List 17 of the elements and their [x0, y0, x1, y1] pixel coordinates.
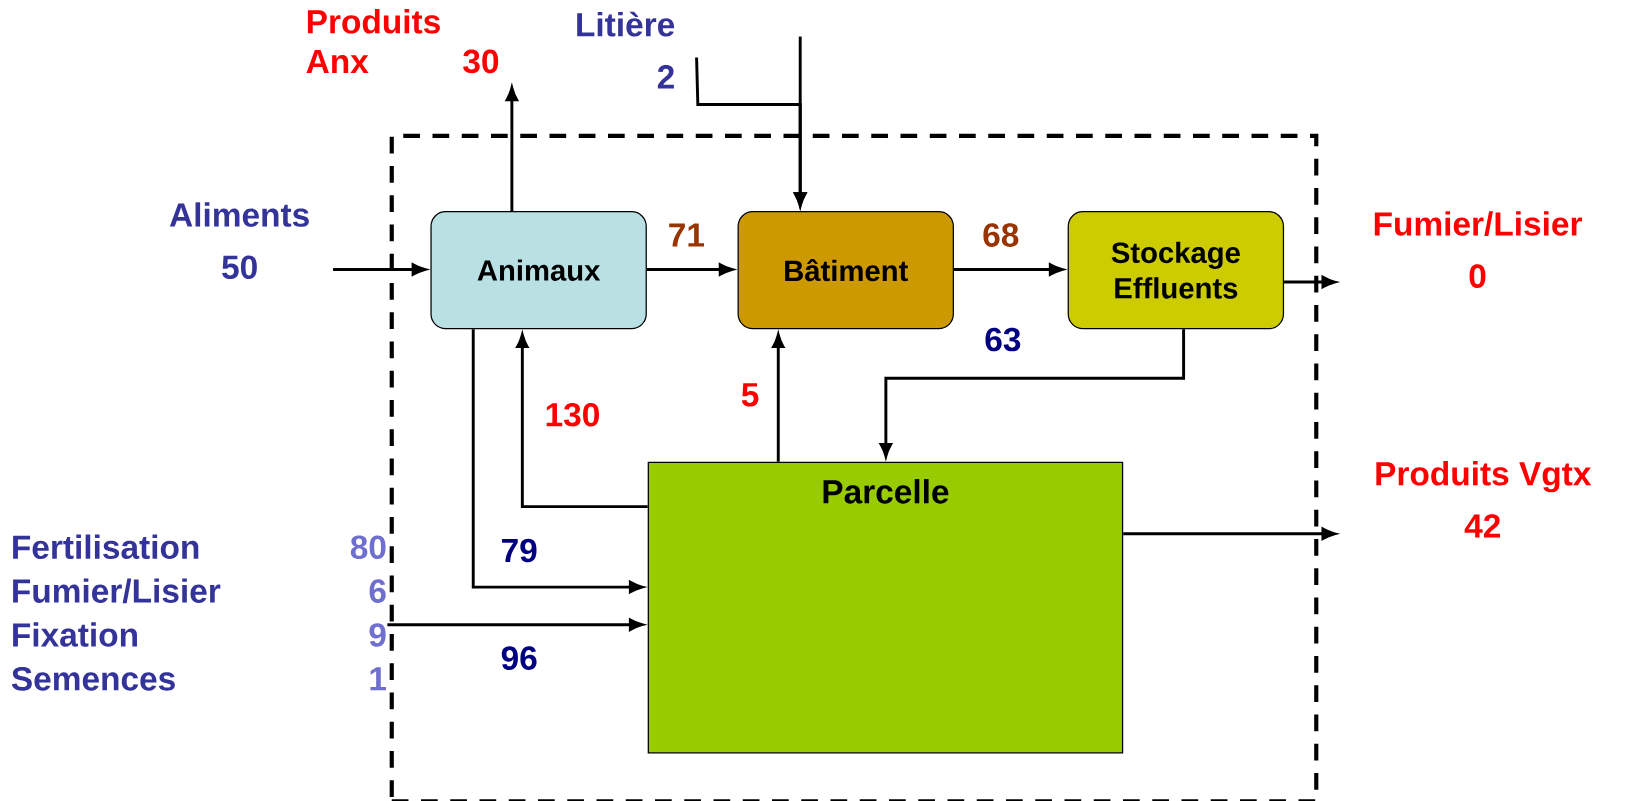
field-box: Parcelle [647, 461, 1124, 754]
edge-label: 68 [980, 221, 1022, 249]
edge-label: 5 [738, 381, 762, 409]
system-boundary [389, 133, 1319, 801]
process-box: Stockage Effluents [1067, 210, 1285, 330]
edge-label: 63 [982, 325, 1024, 354]
edge-label: 96 [498, 644, 540, 672]
flow-label: Aliments 50 [169, 202, 309, 279]
process-box: Animaux [430, 210, 647, 330]
edge-label: 71 [665, 221, 707, 249]
edge-label: 79 [498, 536, 540, 565]
flow-label: Litière 2 [577, 11, 675, 89]
flow-label: Fumier/Lisier 0 [1374, 211, 1583, 288]
input-list: Fertilisation 80 Fumier/Lisier 6 Fixation 9 Semences 1 [11, 534, 386, 691]
flow-label: Produits Anx 30 [306, 8, 499, 74]
flow-label: Produits Vgtx 42 [1376, 460, 1592, 538]
process-box: Bâtiment [737, 210, 954, 330]
